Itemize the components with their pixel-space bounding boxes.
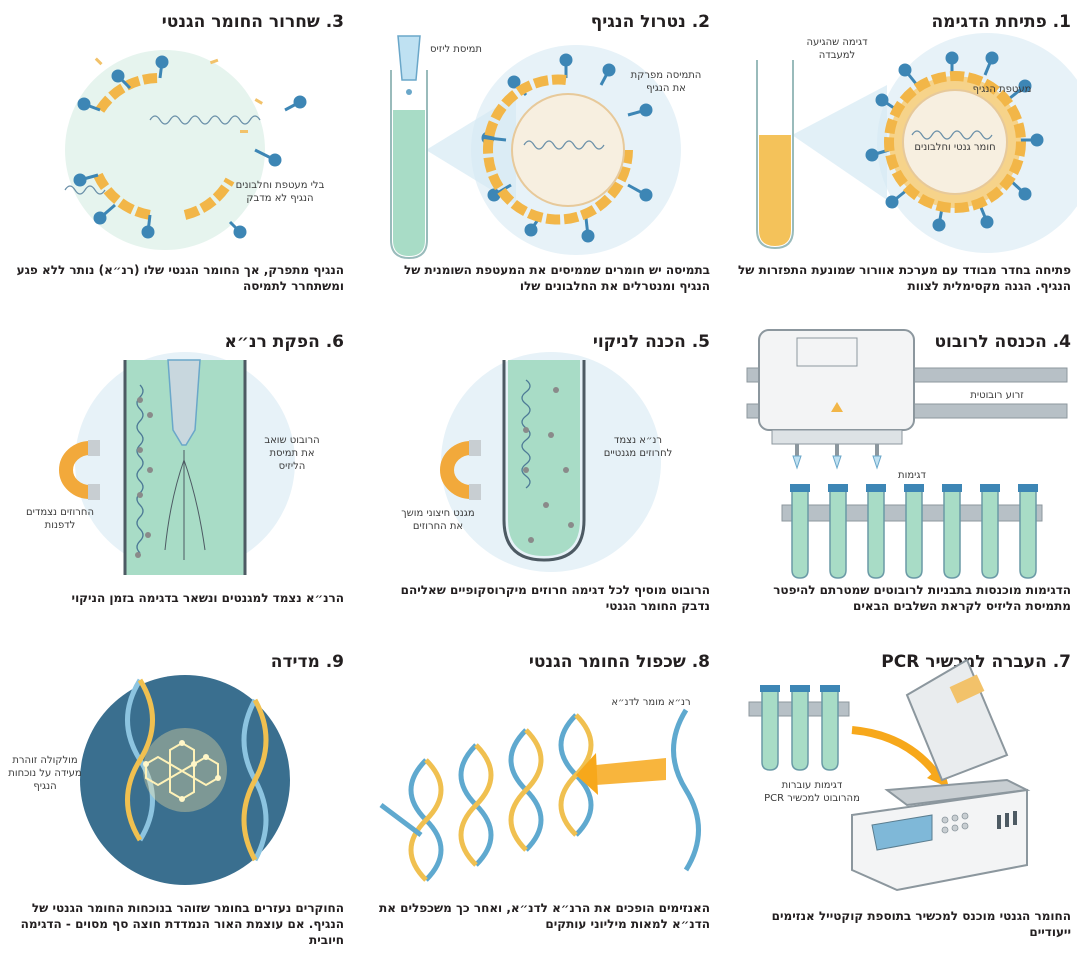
panel-caption: הנגיף מתפרק, אך החומר הגנטי שלו (רנ״א) נ… — [16, 263, 344, 293]
label-sample-line1: דגימה שהגיעה — [806, 37, 868, 48]
panel-title: 1. פתיחת הדגימה — [931, 12, 1072, 32]
panel-caption: בתמיסה יש חומרים שממיסים את המעטפת השומנ… — [404, 263, 710, 293]
measurement-circle — [80, 675, 290, 885]
panel-caption: פתיחה בחדר מבודד עם מערכת אוורור שמונעת … — [738, 263, 1071, 293]
rna-strand — [64, 115, 261, 195]
panel-8-replication: 8. שכפול החומר הגנטי רנ״א מומר לדנ״א האנ… — [366, 640, 716, 950]
label-robot-line3: הליזיס — [279, 461, 306, 472]
panel-5-prepare-cleaning: 5. הכנה לניקוי רנ״א נצמד לחרוזים מגנטיים… — [366, 320, 716, 630]
panel-title: 7. העברה למכשיר PCR — [881, 652, 1071, 672]
magnetic-beads — [135, 397, 153, 558]
label-rna-line1: רנ״א נצמד — [614, 435, 662, 446]
virus-particle-breaking — [481, 53, 653, 243]
broken-envelope — [93, 72, 235, 220]
tube-rack — [748, 685, 850, 771]
label-beads-line1: החרוזים נצמדים — [26, 507, 94, 518]
label-transfer-line1: דגימות עוברות — [782, 780, 843, 791]
zoom-beam — [792, 85, 887, 200]
pcr-machine-illustration: דגימות עוברות מהרובוט למכשיר PCR — [748, 658, 1031, 892]
label-lysis-solution: תמיסת ליזיס — [430, 44, 482, 55]
label-no-envelope-line2: הנגיף לא מדבק — [246, 193, 313, 204]
panel-4-insert-robot: 4. הכנסה לרובוט — [727, 320, 1077, 630]
virus-sample-illustration: דגימה שהגיעה למעבדה מעטפת הנגיף חומר גנט… — [756, 33, 1077, 253]
dna-copies — [379, 713, 594, 882]
rna-single-strand — [671, 708, 701, 872]
magnet-icon — [440, 440, 481, 500]
label-no-envelope-line1: בלי מעטפת וחלבונים — [236, 180, 325, 191]
label-genetic-material: חומר גנטי וחלבונים — [914, 142, 995, 153]
panel-caption: האנזימים הופכים את הרנ״א לדנ״א, ואחר כך … — [379, 901, 710, 931]
robot-illustration: זרוע רובוטית דגימות — [746, 329, 1068, 579]
sample-rack — [781, 484, 1043, 579]
rna-extraction-illustration: הרובוט שואב את תמיסת הליזיס החרוזים נצמד… — [26, 352, 320, 575]
panel-title: 5. הכנה לניקוי — [592, 332, 710, 352]
label-breaks-line2: את הנגיף — [646, 83, 686, 94]
tube-liquid — [508, 360, 580, 556]
released-rna-illustration: בלי מעטפת וחלבונים הנגיף לא מדבק — [64, 50, 325, 250]
label-beads-line2: לדפנות — [45, 520, 76, 531]
rna-strand — [136, 384, 144, 554]
label-magnet-line2: את החרוזים — [413, 521, 463, 532]
label-magnet-line1: מגנט חיצוני מושך — [401, 508, 474, 519]
lysis-tube — [390, 35, 428, 260]
debris — [94, 57, 263, 133]
panel-7-pcr-transfer: 7. העברה למכשיר PCR דגימות עוברות — [727, 640, 1077, 950]
transfer-arrow — [851, 726, 941, 778]
suction-arrows — [164, 450, 206, 560]
sample-tube — [756, 60, 794, 250]
lysis-illustration: תמיסת ליזיס התמיסה מפרקת את הנגיף — [390, 35, 702, 260]
label-rna-to-dna: רנ״א מומר לדנ״א — [611, 697, 690, 708]
panel-title: 4. הכנסה לרובוט — [934, 332, 1072, 352]
panel-title: 9. מדידה — [270, 652, 344, 672]
detached-spikes — [73, 55, 307, 239]
magnetic-beads — [523, 387, 574, 543]
panel-caption: הרנ״א נצמד למגנטים ונשאר בדגימה בזמן הני… — [71, 591, 344, 605]
panel-3-release-genetic: 3. שחרור החומר הגנטי בלי מעטפת וחלבונים — [0, 0, 350, 310]
label-rna-line2: לחרוזים מגנטיים — [604, 448, 673, 459]
panel-9-measurement: 9. מדידה מולקולה זוהרת מעידה על נוכחות ה… — [0, 640, 350, 950]
panel-title: 8. שכפול החומר הגנטי — [528, 652, 710, 672]
label-samples: דגימות — [898, 470, 926, 481]
label-robot-line2: את תמיסת — [269, 448, 314, 459]
magnetic-beads-illustration: רנ״א נצמד לחרוזים מגנטיים מגנט חיצוני מו… — [401, 352, 673, 572]
pipette-tip — [167, 359, 201, 446]
magnet-icon — [59, 440, 100, 500]
label-breaks-line1: התמיסה מפרקת — [631, 70, 702, 81]
label-sample-line2: למעבדה — [819, 50, 856, 61]
robot-body — [758, 329, 915, 470]
label-envelope: מעטפת הנגיף — [973, 84, 1032, 95]
panel-2-neutralize: 2. נטרול הנגיף תמיס — [366, 0, 716, 310]
label-glow-line1: מולקולה זוהרת — [12, 755, 77, 766]
glowing-molecule — [143, 728, 227, 812]
panel-6-rna-extraction: 6. הפקת רנ״א הרובוט שואב את תמיסת הליזיס… — [0, 320, 350, 630]
rna-strand — [521, 379, 531, 489]
panel-caption: החומר הגנטי מוכנס למכשיר בתוספת קוקטייל … — [771, 909, 1071, 939]
label-glow-line2: מעידה על נוכחות — [8, 768, 81, 779]
dna-replication-illustration: רנ״א מומר לדנ״א — [379, 697, 701, 882]
conversion-arrow — [596, 758, 666, 785]
label-robot-line1: הרובוט שואב — [264, 435, 319, 446]
pipette-tip — [397, 35, 421, 81]
pcr-machine — [851, 658, 1031, 892]
label-glow-line3: הנגיף — [33, 781, 56, 792]
panel-caption: הדגימות מוכנסות בתבניות לרובוטים שמטרתם … — [773, 583, 1071, 613]
tube-wall — [502, 360, 586, 562]
panel-caption: הרובוט מוסיף לכל דגימה חרוזים מיקרוסקופי… — [400, 583, 710, 613]
panel-title: 3. שחרור החומר הגנטי — [161, 12, 344, 32]
panel-1-open-sample: 1. פתיחת הדגימה — [727, 0, 1077, 310]
fluorescence-illustration: מולקולה זוהרת מעידה על נוכחות הנגיף — [8, 675, 290, 885]
panel-title: 6. הפקת רנ״א — [224, 332, 344, 352]
virus-particle — [865, 51, 1044, 232]
label-robot-arm: זרוע רובוטית — [970, 390, 1024, 401]
dna-helices — [125, 678, 269, 862]
panel-title: 2. נטרול הנגיף — [590, 12, 710, 32]
label-transfer-line2: מהרובוט למכשיר PCR — [764, 793, 860, 804]
warning-icon — [831, 402, 843, 412]
panel-caption: החוקרים נעזרים בחומר שזוהר בנוכחות החומר… — [20, 901, 344, 947]
